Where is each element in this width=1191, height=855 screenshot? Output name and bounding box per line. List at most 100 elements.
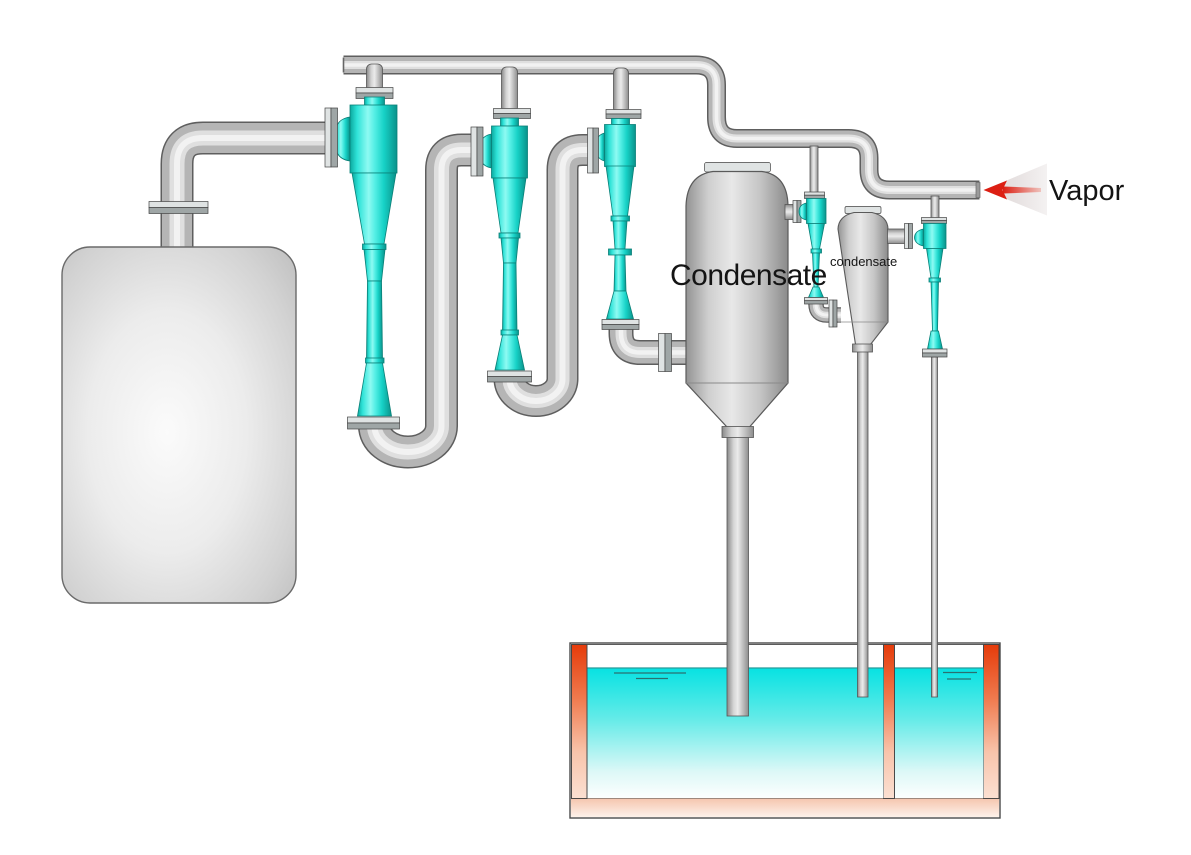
ejector3-suction-flange-l <box>587 127 594 174</box>
small-vessel-inlet-flange-r <box>832 299 838 328</box>
condensate-inlet-flange-r <box>664 333 672 372</box>
booster2-suction-horn <box>914 228 924 247</box>
ejector1-taper <box>363 249 386 282</box>
small-condensate-vessel <box>828 206 913 353</box>
ejector1-suction-flange-d <box>330 107 338 168</box>
ejector2-joint-band <box>498 232 521 239</box>
ejector1-bottom-flange-l <box>347 416 400 424</box>
ejector3-joint-band-2 <box>608 248 632 256</box>
booster1-top-flange-l <box>804 191 825 196</box>
water-right <box>895 667 984 798</box>
vacuum-chamber-vessel <box>61 246 297 604</box>
water-ripples <box>614 671 977 680</box>
ejector3-top-flange-l <box>605 109 642 115</box>
booster2-top-flange-d <box>921 220 947 224</box>
ejector2-bottom-flange-l <box>487 370 532 377</box>
booster-ejector-1 <box>798 191 828 305</box>
tank-right-wall <box>983 644 1000 799</box>
condensate-vessel-shell <box>685 170 789 428</box>
small-vessel-inlet-flange-l <box>828 299 834 328</box>
ejector1-suction-flange-l <box>324 107 332 168</box>
ejector2-suction-flange-l <box>470 126 478 177</box>
tank-bottom-slab <box>571 798 999 817</box>
ejector1-diffuser-flare <box>357 362 392 417</box>
booster2-bottom-flange-l <box>922 348 948 354</box>
booster1-cone <box>807 223 825 250</box>
vapor-header-pipe <box>342 55 981 200</box>
ejector3-joint-band <box>610 215 630 222</box>
condensate-small-label: condensate <box>830 254 897 269</box>
ejector3-taper <box>612 220 628 250</box>
small-vessel-shell <box>837 211 889 346</box>
vapor-arrow-shaft <box>1003 186 1041 194</box>
suction-pipe-flange-bottom <box>148 207 209 214</box>
barometric-leg-1 <box>726 436 749 717</box>
ejector1-joint-band-2 <box>365 357 385 364</box>
ejector3-diffuser-flare <box>605 290 635 320</box>
barometric-leg-2 <box>857 350 869 698</box>
steam-ejector-1 <box>324 87 400 430</box>
interstage-pipe-2 <box>493 134 599 417</box>
ejector2-top-flange-l <box>493 108 531 114</box>
motive-drop-pipe-5 <box>930 195 940 221</box>
motive-drop-pipe-4 <box>809 145 819 195</box>
small-vessel-vent-nozzle <box>887 228 906 244</box>
vapor-arrowhead <box>983 180 1007 200</box>
ejector2-bottom-flange-d <box>487 376 532 383</box>
condensate-vessel-outlet-collar <box>721 426 754 438</box>
tank-left-wall <box>571 644 588 799</box>
ejector3-top-flange-d <box>605 113 642 119</box>
ejector1-bottom-flange-d <box>347 422 400 430</box>
booster1-bottom-flange-d <box>804 300 828 305</box>
booster2-top-flange-l <box>921 217 947 221</box>
booster2-body <box>923 223 947 249</box>
steam-ejector-2 <box>470 108 532 383</box>
ejector1-cone <box>351 172 397 245</box>
ejector2-diffuser-flare <box>494 334 525 371</box>
booster1-bottom-flange-l <box>804 297 828 302</box>
suction-pipe <box>148 121 327 251</box>
ejector3-throat-tube <box>613 254 627 292</box>
suction-pipe-flange-top <box>148 201 209 208</box>
ejector3-bottom-flange-d <box>601 324 640 330</box>
ejector3-discharge-elbow <box>608 319 689 365</box>
vapor-inlet-end-cap <box>975 182 981 198</box>
ejector3-bottom-flange-l <box>601 319 640 325</box>
ejector2-suction-flange-d <box>476 126 484 177</box>
ejector3-body <box>604 124 636 167</box>
ejector2-joint-band-2 <box>500 329 519 336</box>
vapor-arrow <box>983 163 1047 216</box>
barometric-leg-3 <box>931 356 938 698</box>
ejector1-top-flange-l <box>355 87 394 94</box>
ejector3-cone <box>605 165 635 217</box>
condensate-main-label: Condensate <box>670 259 827 292</box>
ejector2-throat-tube <box>502 262 518 332</box>
ejector2-neck <box>500 117 519 127</box>
booster2-joint-band <box>928 277 941 283</box>
booster1-joint-band <box>810 248 822 254</box>
ejector3-neck <box>611 118 630 125</box>
ejector1-body <box>349 104 398 174</box>
water-seal-tank <box>569 642 1001 819</box>
booster-ejector-2 <box>914 217 948 358</box>
condensate-vessel <box>658 162 802 438</box>
interstage-pipe-1 <box>358 133 478 469</box>
ejector2-cone <box>492 177 527 234</box>
small-vent-flange-l <box>904 223 909 249</box>
ejector2-body <box>491 125 528 179</box>
booster2-throat-tube <box>930 281 939 332</box>
tank-divider-wall <box>883 644 895 799</box>
ejector1-throat-tube <box>366 280 383 360</box>
booster2-diffuser-flare <box>927 330 943 350</box>
motive-drop-pipe-3 <box>613 67 629 114</box>
condensate-vessel-manway <box>704 162 771 173</box>
ejector2-taper <box>500 237 519 264</box>
ejector1-joint-band <box>362 243 387 250</box>
small-vent-flange-r <box>908 223 913 249</box>
steam-ejector-3 <box>587 109 642 330</box>
booster2-bottom-flange-d <box>922 352 948 358</box>
booster1-suction-horn <box>798 202 807 221</box>
motive-drop-pipe-2 <box>501 66 518 113</box>
